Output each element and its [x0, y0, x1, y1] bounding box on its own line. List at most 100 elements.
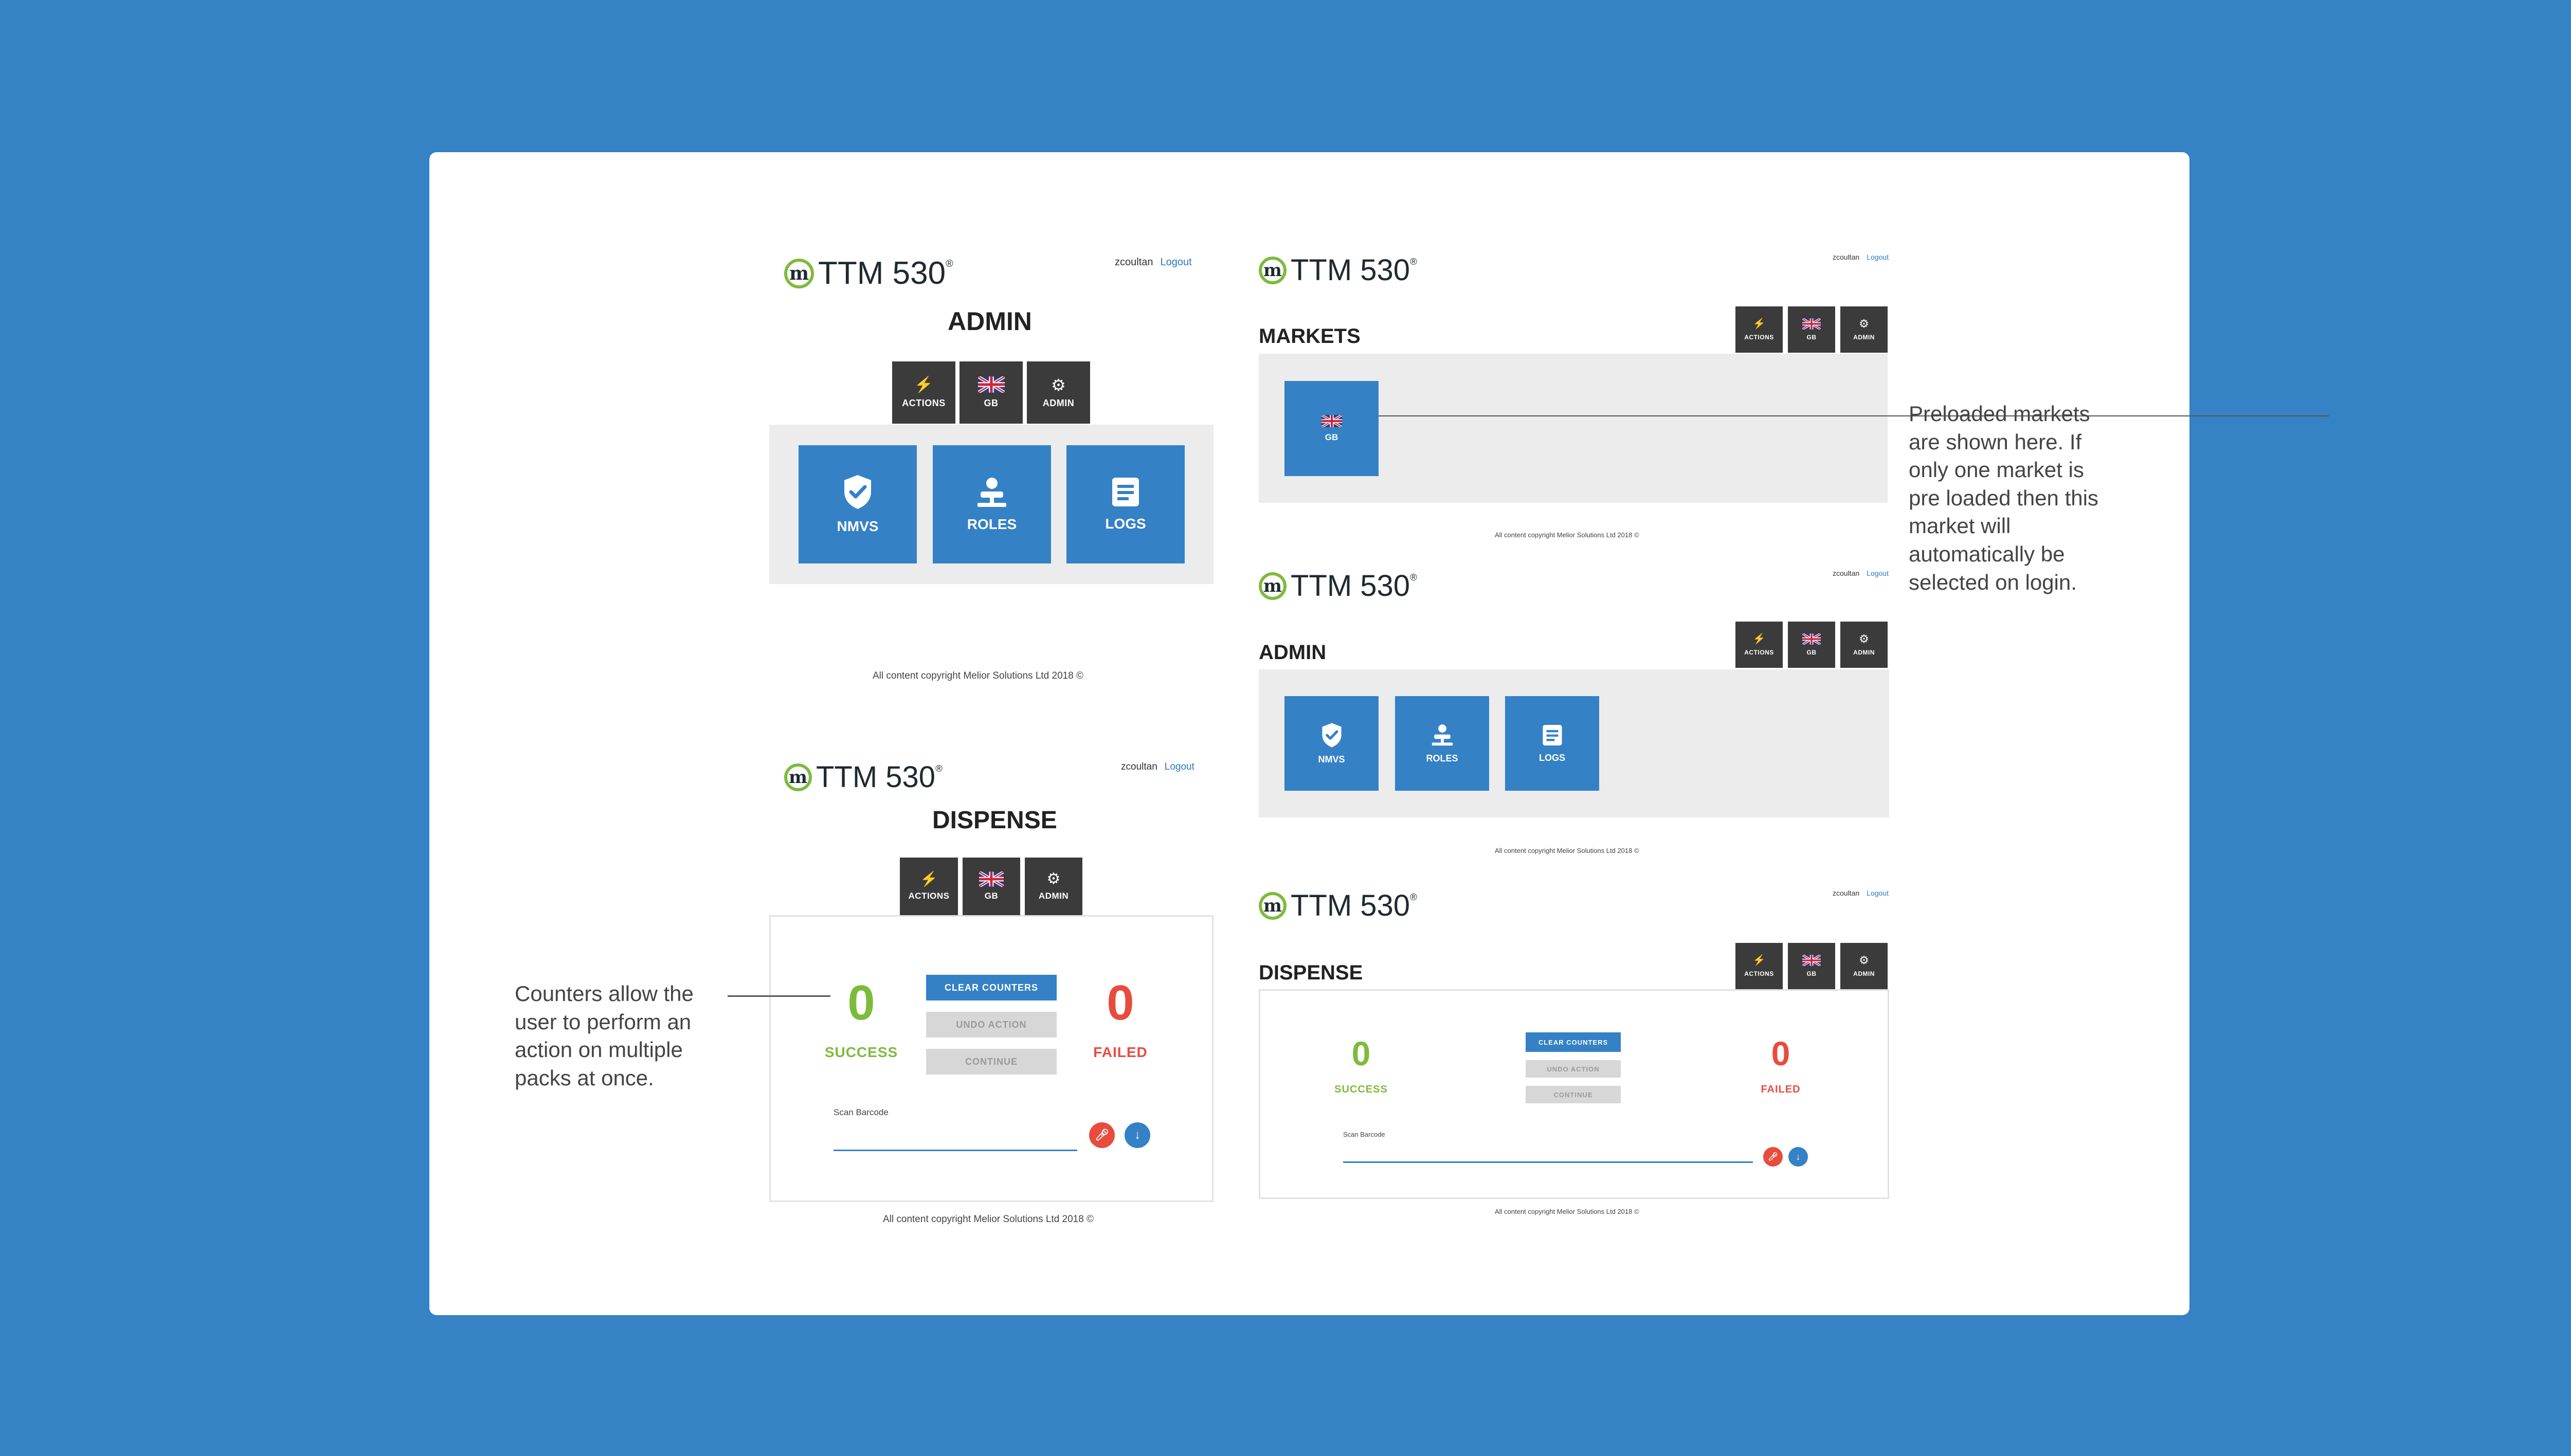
username: zcoultan — [1833, 889, 1860, 897]
scan-barcode-input[interactable] — [834, 1150, 1077, 1151]
success-label: SUCCESS — [824, 1044, 898, 1060]
user-menu: zcoultan Logout — [1121, 761, 1194, 773]
app-name: TTM 530 — [1291, 889, 1410, 922]
app-name: TTM 530 — [816, 760, 936, 794]
username: zcoultan — [1833, 253, 1860, 261]
copyright: All content copyright Melior Solutions L… — [1495, 847, 1639, 854]
app-name: TTM 530 — [1291, 569, 1410, 603]
tile-logs[interactable]: LOGS — [1505, 696, 1599, 791]
tile-logs[interactable]: LOGS — [1066, 445, 1185, 563]
uk-flag-icon — [1802, 633, 1821, 645]
copyright: All content copyright Melior Solutions L… — [1495, 531, 1639, 539]
tab-market[interactable]: GB — [959, 361, 1023, 424]
user-menu: zcoultan Logout — [1833, 569, 1889, 577]
app-logo: m TTM 530® — [1259, 253, 1417, 287]
tab-market[interactable]: GB — [1788, 306, 1835, 353]
tab-admin[interactable]: ⚙ ADMIN — [1027, 361, 1090, 424]
tab-market[interactable]: GB — [963, 858, 1020, 915]
counters-annotation-line — [728, 995, 830, 997]
uk-flag-icon — [1321, 414, 1342, 427]
tile-nmvs[interactable]: NMVS — [799, 445, 917, 563]
undo-action-button[interactable]: UNDO ACTION — [1526, 1060, 1621, 1078]
app-name: TTM 530 — [1291, 253, 1410, 287]
scan-barcode-label: Scan Barcode — [1343, 1131, 1385, 1138]
submit-button[interactable]: ↓ — [1125, 1122, 1150, 1148]
uk-flag-icon — [1802, 318, 1821, 330]
counters-annotation: Counters allow the user to perform an ac… — [515, 981, 694, 1090]
clear-counters-button[interactable]: CLEAR COUNTERS — [926, 975, 1057, 1000]
mic-button[interactable]: 🎤︎ — [1763, 1147, 1783, 1167]
tab-market[interactable]: GB — [1788, 943, 1835, 989]
bolt-icon: ⚡ — [1752, 955, 1766, 966]
tab-market[interactable]: GB — [1788, 622, 1835, 668]
scan-barcode-input[interactable] — [1343, 1161, 1753, 1163]
app-logo: m TTM 530® — [1259, 569, 1417, 603]
tab-admin[interactable]: ⚙ ADMIN — [1840, 306, 1888, 353]
app-logo: m TTM 530® — [784, 255, 953, 292]
markets-annotation: Preloaded markets are shown here. If onl… — [1909, 402, 2098, 594]
bolt-icon: ⚡ — [1752, 318, 1766, 330]
tab-admin[interactable]: ⚙ ADMIN — [1025, 858, 1082, 915]
logout-link[interactable]: Logout — [1164, 761, 1194, 772]
logout-link[interactable]: Logout — [1867, 253, 1889, 261]
markets-annotation-line — [1379, 415, 2329, 416]
tab-actions[interactable]: ⚡ ACTIONS — [1735, 943, 1783, 989]
user-menu: zcoultan Logout — [1833, 253, 1889, 261]
tile-roles[interactable]: ROLES — [1395, 696, 1489, 791]
tab-actions[interactable]: ⚡ ACTIONS — [1735, 622, 1783, 668]
submit-button[interactable]: ↓ — [1788, 1147, 1808, 1167]
continue-button[interactable]: CONTINUE — [1526, 1086, 1621, 1103]
tab-actions[interactable]: ⚡ ACTIONS — [892, 361, 955, 424]
failed-label: FAILED — [1093, 1044, 1148, 1060]
arrow-down-icon: ↓ — [1796, 1151, 1801, 1162]
success-counter: 0 — [1351, 1034, 1371, 1072]
failed-counter: 0 — [1107, 975, 1134, 1030]
app-logo: m TTM 530® — [784, 760, 943, 794]
logout-link[interactable]: Logout — [1867, 889, 1889, 897]
gear-icon: ⚙ — [1859, 317, 1869, 330]
page-title: DISPENSE — [1259, 961, 1363, 984]
gear-icon: ⚙ — [1051, 376, 1066, 394]
logo-mark-icon: m — [1259, 256, 1287, 284]
market-tile-gb[interactable]: GB — [1284, 381, 1379, 476]
bolt-icon: ⚡ — [1752, 633, 1766, 645]
tab-admin[interactable]: ⚙ ADMIN — [1840, 622, 1888, 668]
bolt-icon: ⚡ — [920, 871, 938, 887]
tab-actions[interactable]: ⚡ ACTIONS — [1735, 306, 1783, 353]
continue-button[interactable]: CONTINUE — [926, 1049, 1057, 1075]
uk-flag-icon — [1802, 955, 1821, 966]
arrow-down-icon: ↓ — [1134, 1128, 1140, 1142]
user-menu: zcoultan Logout — [1115, 257, 1192, 268]
page-title: ADMIN — [1259, 641, 1327, 664]
uk-flag-icon — [977, 376, 1005, 393]
tile-nmvs[interactable]: NMVS — [1284, 696, 1379, 791]
document-icon — [1542, 724, 1562, 745]
username: zcoultan — [1115, 257, 1153, 268]
logo-mark-icon: m — [1259, 572, 1287, 600]
success-label: SUCCESS — [1334, 1084, 1388, 1095]
mic-button[interactable]: 🎤︎ — [1089, 1122, 1115, 1148]
microphone-icon: 🎤︎ — [1767, 1153, 1779, 1161]
uk-flag-icon — [979, 871, 1004, 887]
user-menu: zcoultan Logout — [1833, 889, 1889, 897]
page-title: DISPENSE — [932, 807, 1057, 834]
logout-link[interactable]: Logout — [1867, 569, 1889, 577]
page-title: MARKETS — [1259, 325, 1361, 348]
scan-barcode-label: Scan Barcode — [834, 1107, 889, 1117]
success-counter: 0 — [847, 975, 875, 1030]
logo-mark-icon: m — [1259, 891, 1287, 920]
app-name: TTM 530 — [818, 256, 946, 291]
undo-action-button[interactable]: UNDO ACTION — [926, 1012, 1057, 1038]
microphone-icon: 🎤︎ — [1095, 1129, 1109, 1141]
logout-link[interactable]: Logout — [1160, 257, 1192, 268]
clear-counters-button[interactable]: CLEAR COUNTERS — [1526, 1032, 1621, 1052]
shield-check-icon — [844, 475, 871, 509]
username: zcoultan — [1833, 569, 1860, 577]
tile-roles[interactable]: ROLES — [933, 445, 1051, 563]
username: zcoultan — [1121, 761, 1157, 772]
roles-icon — [1432, 724, 1453, 745]
tab-admin[interactable]: ⚙ ADMIN — [1840, 943, 1888, 989]
tab-actions[interactable]: ⚡ ACTIONS — [900, 858, 958, 915]
app-logo: m TTM 530® — [1259, 888, 1417, 923]
